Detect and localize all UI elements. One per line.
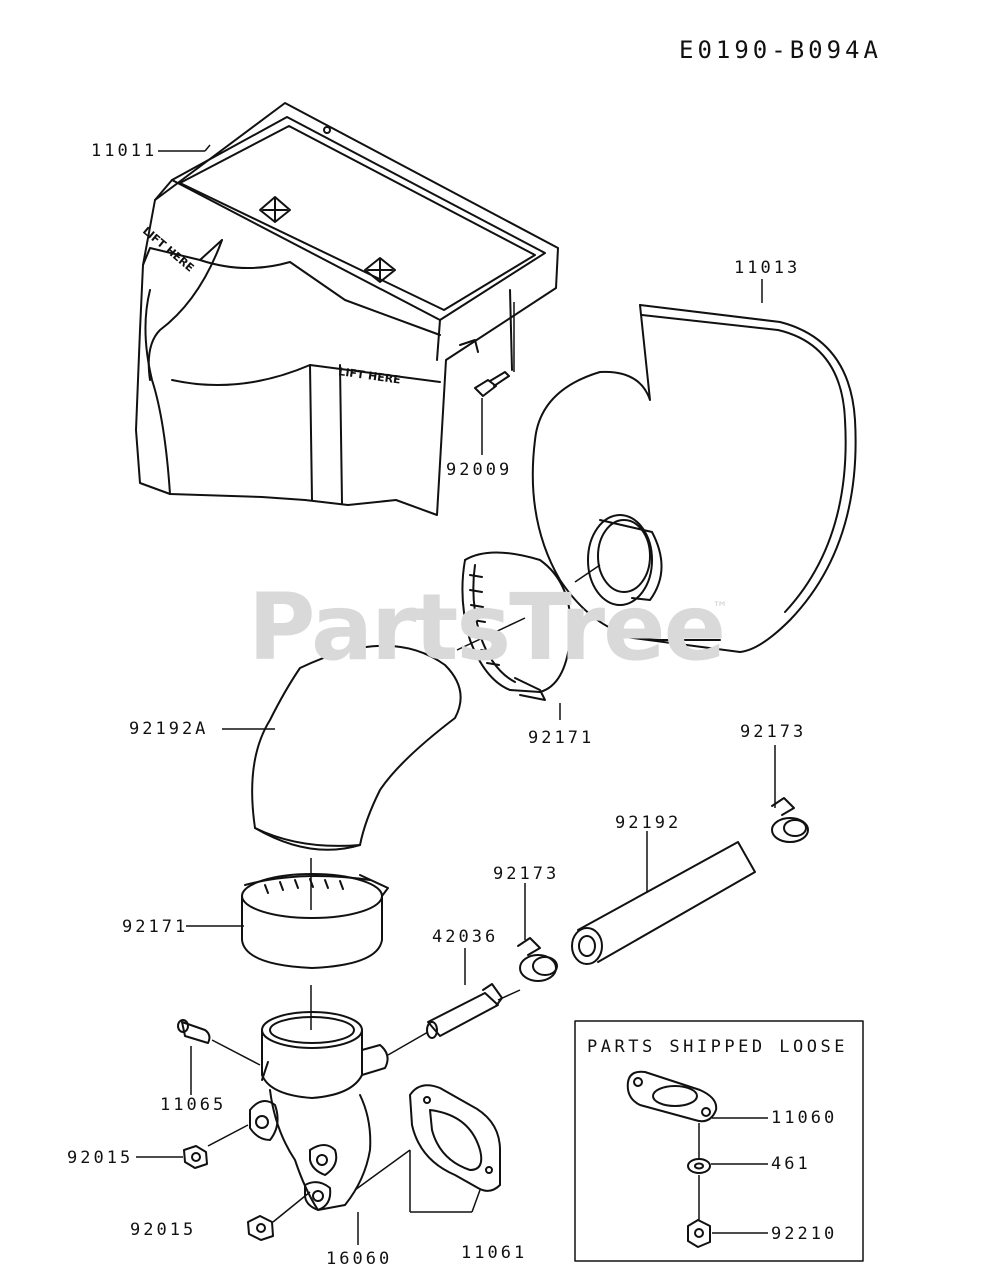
hose-clip-right bbox=[771, 797, 809, 843]
label-16060: 16060 bbox=[326, 1249, 393, 1269]
hose-clip-mid bbox=[517, 937, 558, 982]
nut-upper bbox=[183, 1145, 208, 1169]
filter-element bbox=[531, 304, 857, 653]
label-92192a: 92192A bbox=[129, 719, 209, 739]
label-92173-mid: 92173 bbox=[493, 864, 560, 884]
air-cleaner-cover bbox=[135, 102, 559, 516]
watermark-trademark: ™ bbox=[712, 598, 728, 617]
label-11061: 11061 bbox=[461, 1243, 528, 1263]
air-duct-elbow bbox=[251, 644, 462, 851]
hose-clamp-upper bbox=[461, 551, 572, 701]
vacuum-cap bbox=[177, 1019, 211, 1044]
label-92009: 92009 bbox=[446, 460, 513, 480]
label-11013: 11013 bbox=[734, 258, 801, 278]
label-11065: 11065 bbox=[160, 1095, 227, 1115]
label-92171-upper: 92171 bbox=[528, 728, 595, 748]
label-11060: 11060 bbox=[771, 1108, 838, 1128]
watermark: PartsTree bbox=[248, 574, 726, 681]
label-92192: 92192 bbox=[615, 813, 682, 833]
parts-shipped-loose-box bbox=[574, 1020, 864, 1262]
hose-clamp-lower bbox=[241, 873, 389, 969]
loose-gasket bbox=[626, 1070, 718, 1123]
label-92171-lower: 92171 bbox=[122, 917, 189, 937]
loose-washer bbox=[687, 1158, 711, 1174]
loose-nut bbox=[687, 1219, 711, 1248]
breather-hose bbox=[571, 841, 756, 965]
diagram-code: E0190-B094A bbox=[679, 36, 882, 64]
nut-lower bbox=[247, 1215, 274, 1241]
label-92015-lower: 92015 bbox=[130, 1220, 197, 1240]
label-461: 461 bbox=[771, 1154, 811, 1174]
cover-screw bbox=[474, 371, 510, 397]
decal-lift-here-front: LIFT HERE bbox=[338, 365, 402, 387]
label-92015-upper: 92015 bbox=[67, 1148, 134, 1168]
intake-pipe bbox=[249, 1011, 389, 1211]
vent-pipe-fitting bbox=[426, 983, 503, 1039]
label-92210: 92210 bbox=[771, 1224, 838, 1244]
label-92173-right: 92173 bbox=[740, 722, 807, 742]
label-42036: 42036 bbox=[432, 927, 499, 947]
parts-shipped-loose-title: PARTS SHIPPED LOOSE bbox=[587, 1037, 848, 1057]
label-11011: 11011 bbox=[91, 141, 158, 161]
intake-gasket bbox=[409, 1084, 501, 1192]
